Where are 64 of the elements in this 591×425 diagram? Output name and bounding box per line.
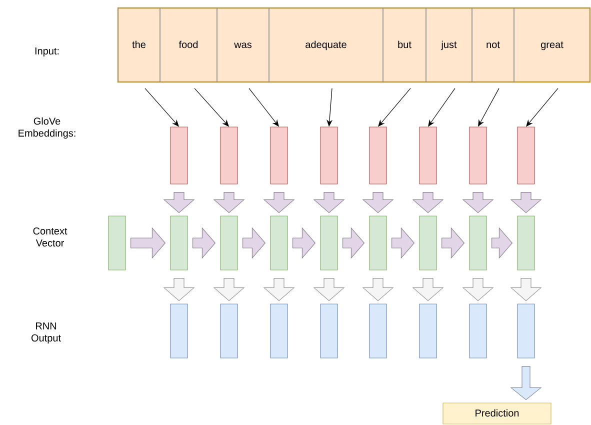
context-bar (170, 216, 188, 270)
block-arrow (510, 278, 542, 302)
block-arrow (362, 278, 394, 302)
word-cell: was (216, 8, 270, 82)
block-arrow (130, 227, 166, 259)
block-arrow (192, 227, 216, 259)
block-arrow (412, 278, 444, 302)
block-arrow (242, 227, 266, 259)
embedding-bar (170, 126, 188, 184)
block-arrow (313, 192, 345, 214)
prediction-box: Prediction (442, 402, 552, 424)
block-arrow (510, 366, 542, 400)
output-bar (369, 304, 387, 358)
output-bar (320, 304, 338, 358)
block-arrow (292, 227, 316, 259)
word-cell: the (118, 8, 160, 82)
block-arrow (163, 192, 195, 214)
block-arrow (362, 192, 394, 214)
block-arrow (313, 278, 345, 302)
block-arrow (442, 227, 465, 259)
block-arrow (510, 192, 542, 214)
context-bar (517, 216, 535, 270)
output-bar (517, 304, 535, 358)
block-arrow (263, 192, 295, 214)
row-label: RNN Output (31, 322, 61, 344)
row-label: Context Vector (33, 227, 68, 247)
output-bar (270, 304, 288, 358)
embedding-bar (270, 126, 288, 184)
embedding-bar (220, 126, 238, 184)
block-arrow (392, 227, 415, 259)
row-label: Input: (35, 48, 59, 56)
embedding-bar (419, 126, 437, 184)
block-arrow (163, 278, 195, 302)
context-bar (320, 216, 338, 270)
input-band (117, 7, 591, 83)
block-arrow (492, 227, 513, 259)
word-cell: not (472, 8, 514, 82)
block-arrow (462, 192, 494, 214)
context-bar (270, 216, 288, 270)
context-bar (369, 216, 387, 270)
context-bar (108, 216, 126, 270)
embedding-bar (369, 126, 387, 184)
block-arrow (263, 278, 295, 302)
row-label: GloVe Embeddings: (18, 117, 76, 139)
block-arrow (342, 227, 365, 259)
context-bar (419, 216, 437, 270)
block-arrow (412, 192, 444, 214)
embedding-bar (320, 126, 338, 184)
block-arrow (462, 278, 494, 302)
output-bar (469, 304, 487, 358)
word-cell: food (160, 8, 218, 82)
output-bar (419, 304, 437, 358)
embedding-bar (469, 126, 487, 184)
word-cell: great (514, 8, 590, 82)
context-bar (220, 216, 238, 270)
output-bar (170, 304, 188, 358)
output-bar (220, 304, 238, 358)
block-arrow (213, 192, 245, 214)
context-bar (469, 216, 487, 270)
block-arrow (213, 278, 245, 302)
word-cell: adequate (268, 8, 384, 82)
embedding-bar (517, 126, 535, 184)
word-cell: but (382, 8, 426, 82)
word-cell: just (426, 8, 472, 82)
